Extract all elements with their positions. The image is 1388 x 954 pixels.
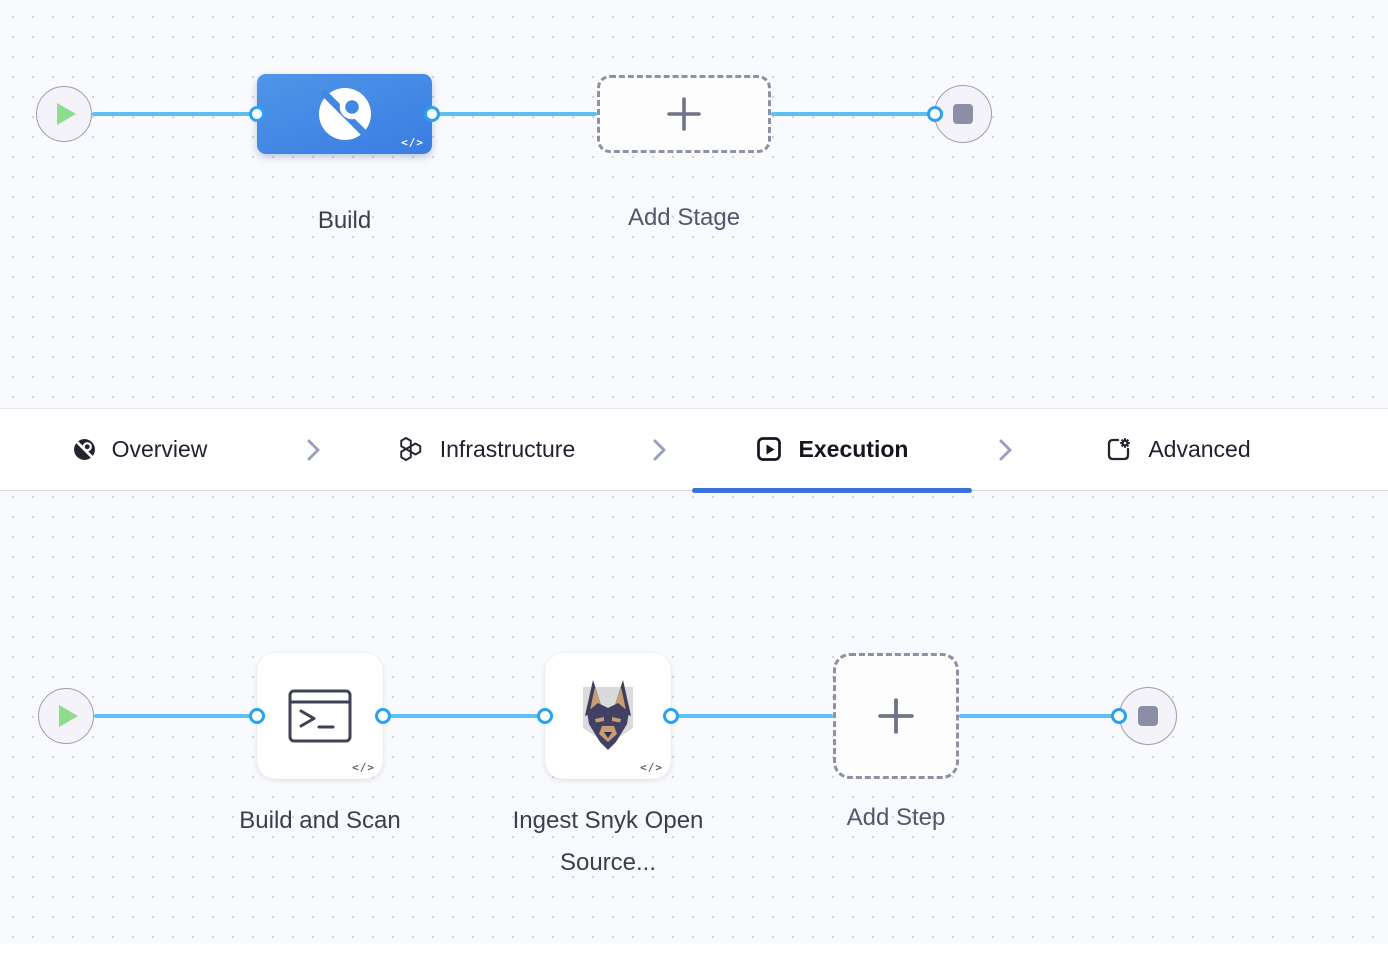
tab-infrastructure-label: Infrastructure: [439, 436, 576, 462]
yaml-code-badge[interactable]: </>: [352, 761, 375, 774]
build-out-connector[interactable]: [424, 106, 440, 122]
plus-icon: [667, 97, 701, 131]
tab-separator: [626, 409, 692, 490]
stage-name-label: Build: [317, 207, 372, 234]
tab-execution-label: Execution: [798, 436, 909, 462]
yaml-code-badge[interactable]: </>: [640, 761, 663, 774]
play-icon: [59, 705, 78, 727]
add-stage-label: Add Stage: [627, 204, 741, 231]
pipeline-end-node: [934, 85, 992, 143]
step2-name-label: Ingest Snyk Open Source...: [512, 807, 704, 876]
plus-icon: [878, 698, 914, 734]
pipeline-overview-icon: [73, 438, 95, 461]
execution-end-node: [1119, 687, 1177, 745]
chevron-right-icon: [653, 439, 666, 460]
step1-out-connector[interactable]: [375, 708, 391, 724]
edge-start-to-step1: [94, 714, 257, 718]
ci-build-icon: [318, 88, 371, 140]
play-icon: [57, 103, 76, 125]
build-in-connector[interactable]: [249, 106, 265, 122]
add-step-label: Add Step: [846, 804, 946, 831]
stage-config-tab-bar: Overview Infrastructure E: [0, 408, 1388, 493]
tab-separator: [280, 409, 346, 490]
tab-infrastructure[interactable]: Infrastructure: [346, 409, 626, 490]
shell-script-icon: [288, 689, 352, 743]
edge-step2-to-addstep: [671, 714, 833, 718]
tab-advanced[interactable]: Advanced: [1038, 409, 1318, 490]
end-in-connector[interactable]: [1111, 708, 1127, 724]
chevron-right-icon: [307, 439, 320, 460]
tab-execution[interactable]: Execution: [692, 409, 972, 493]
add-stage-button[interactable]: [597, 75, 771, 153]
stop-icon: [1138, 706, 1158, 726]
tab-overview[interactable]: Overview: [0, 409, 280, 490]
stage-card-build[interactable]: </>: [257, 74, 432, 154]
canvas-bottom-edge: [0, 944, 1388, 954]
step1-in-connector[interactable]: [249, 708, 265, 724]
edge-addstep-to-end: [959, 714, 1119, 718]
execution-icon: [756, 437, 781, 461]
edge-addstage-to-end: [771, 112, 936, 116]
execution-start-node: [38, 688, 94, 744]
add-step-button[interactable]: [833, 653, 959, 779]
step2-in-connector[interactable]: [537, 708, 553, 724]
advanced-icon: [1108, 438, 1131, 461]
active-tab-underline: [692, 488, 972, 493]
step-card-ingest-snyk[interactable]: </>: [545, 653, 671, 779]
edge-start-to-build: [92, 112, 258, 116]
tab-separator: [972, 409, 1038, 490]
pipeline-start-node: [36, 86, 92, 142]
end-in-connector[interactable]: [927, 106, 943, 122]
edge-step1-to-step2: [383, 714, 545, 718]
edge-build-to-addstage: [432, 112, 597, 116]
stop-icon: [953, 104, 973, 124]
snyk-icon: [583, 680, 633, 750]
step1-name-label: Build and Scan: [239, 807, 401, 834]
tab-advanced-label: Advanced: [1148, 436, 1251, 462]
tab-overview-label: Overview: [111, 436, 208, 462]
step2-out-connector[interactable]: [663, 708, 679, 724]
step-card-build-and-scan[interactable]: </>: [257, 653, 383, 779]
infrastructure-icon: [400, 437, 421, 461]
yaml-code-badge[interactable]: </>: [401, 136, 424, 149]
chevron-right-icon: [999, 439, 1012, 460]
gear-glyph: [1120, 438, 1131, 448]
